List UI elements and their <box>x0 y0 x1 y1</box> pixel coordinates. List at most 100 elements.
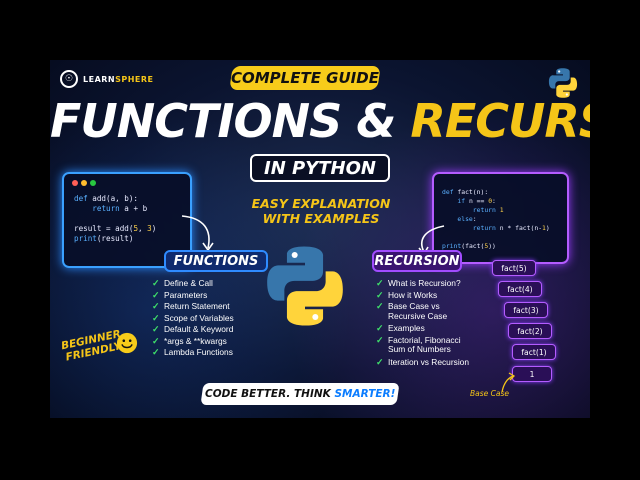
list-item-text: Base Case vs Recursive Case <box>388 301 448 321</box>
check-icon: ✓ <box>152 335 160 346</box>
code-line: return n * fact(n-1) <box>472 224 550 232</box>
recursion-label: RECURSION <box>372 250 462 272</box>
arrow-icon <box>501 372 516 393</box>
list-item-text: *args & **kwargs <box>164 335 227 346</box>
code-line: if n == 0: <box>457 197 496 205</box>
fact-box: fact(4) <box>498 281 542 297</box>
list-item: ✓ Return Statement <box>152 301 234 313</box>
footer-slogan: CODE BETTER. THINK SMARTER! <box>200 383 400 405</box>
window-dots <box>72 180 96 186</box>
complete-guide-badge: COMPLETE GUIDE <box>229 66 381 90</box>
footer-text-part2: SMARTER! <box>334 388 396 400</box>
check-icon: ✓ <box>152 301 160 311</box>
code-line <box>74 214 156 224</box>
fact-box: fact(1) <box>512 344 556 360</box>
base-case-label: Base Case <box>470 389 510 398</box>
beginner-badge: BEGINNER FRIENDLY <box>60 328 124 364</box>
functions-code: def add(a, b): return a + b result = add… <box>74 194 156 244</box>
check-icon: ✓ <box>152 312 160 323</box>
title-functions: FUNCTIONS <box>50 94 342 148</box>
tagline-line2: WITH EXAMPLES <box>262 211 380 226</box>
functions-label-text: FUNCTIONS <box>173 253 259 269</box>
main-title: FUNCTIONS & RECURSION <box>50 96 590 146</box>
fact-box: fact(2) <box>508 323 552 339</box>
tagline-line1: EASY EXPLANATION <box>251 196 391 211</box>
list-item-text: Scope of Variables <box>164 312 234 323</box>
list-item: ✓ Factorial, Fibonacci Sum of Numbers <box>376 334 469 355</box>
code-line: return 1 <box>472 206 504 214</box>
recursion-topic-list: ✓ What is Recursion? ✓ How it Works ✓ Base … <box>376 278 469 368</box>
list-item: ✓ Base Case vs Recursive Case <box>376 301 469 321</box>
list-item-text: Return Statement <box>164 301 230 311</box>
brain-bulb-icon: ☉ <box>60 70 78 88</box>
footer-text: CODE BETTER. THINK SMARTER! <box>205 388 395 400</box>
check-icon: ✓ <box>152 289 160 300</box>
list-item-text: Factorial, Fibonacci Sum of Numbers <box>388 334 461 354</box>
recursion-code-window: def fact(n): if n == 0: return 1 else: r… <box>432 172 569 264</box>
code-line <box>442 233 550 242</box>
fact-box: fact(3) <box>504 302 548 318</box>
list-item-text: What is Recursion? <box>388 278 461 288</box>
list-item: ✓ Examples <box>376 323 469 335</box>
list-item: ✓ Iteration vs Recursion <box>376 357 469 369</box>
thumbnail-image[interactable]: ☉ LEARNSPHERE COMPLETE GUIDE FUNCTIONS &… <box>50 60 590 418</box>
list-item-text: Examples <box>388 323 425 333</box>
list-item: ✓ Scope of Variables <box>152 313 234 325</box>
title-recursion: RECURSION <box>410 94 590 148</box>
list-item-text: Define & Call <box>164 278 213 288</box>
check-icon: ✓ <box>376 301 384 311</box>
list-item-text: How it Works <box>388 289 438 300</box>
fact-box: fact(5) <box>492 260 536 276</box>
check-icon: ✓ <box>376 278 384 288</box>
brand-name: LEARNSPHERE <box>83 75 154 84</box>
list-item: ✓ *args & **kwargs <box>152 336 234 348</box>
brand-name-part2: SPHERE <box>115 74 154 84</box>
code-line: print(result) <box>74 234 134 243</box>
dot-green <box>90 180 96 186</box>
subtitle-text: IN PYTHON <box>264 157 376 179</box>
footer-text-part1: CODE BETTER. THINK <box>204 388 335 400</box>
dot-red <box>72 180 78 186</box>
check-icon: ✓ <box>376 356 384 367</box>
subtitle-badge: IN PYTHON <box>250 154 390 182</box>
list-item-text: Iteration vs Recursion <box>388 356 469 367</box>
complete-guide-text: COMPLETE GUIDE <box>231 69 379 87</box>
check-icon: ✓ <box>376 289 384 300</box>
list-item-text: Parameters <box>164 289 208 300</box>
functions-label: FUNCTIONS <box>164 250 268 272</box>
list-item: ✓ Define & Call <box>152 278 234 290</box>
python-logo-icon <box>267 246 343 326</box>
python-logo-icon <box>548 68 578 98</box>
fact-box-base: 1 <box>512 366 552 382</box>
list-item: ✓ Parameters <box>152 290 234 302</box>
list-item-text: Default & Keyword <box>164 324 234 334</box>
check-icon: ✓ <box>376 323 384 333</box>
check-icon: ✓ <box>152 324 160 334</box>
title-ampersand: & <box>356 94 396 148</box>
check-icon: ✓ <box>152 347 160 357</box>
code-line: def add(a, b): <box>74 194 139 203</box>
check-icon: ✓ <box>376 334 384 345</box>
tagline: EASY EXPLANATION WITH EXAMPLES <box>226 196 416 226</box>
list-item: ✓ How it Works <box>376 290 469 302</box>
code-line: result = add(5, 3) <box>74 224 157 233</box>
arrow-icon <box>181 215 214 252</box>
brand-name-part1: LEARN <box>83 74 116 84</box>
list-item-text: Lambda Functions <box>164 347 233 357</box>
recursion-label-text: RECURSION <box>374 253 460 269</box>
smiley-icon <box>116 332 138 354</box>
recursion-code: def fact(n): if n == 0: return 1 else: r… <box>442 188 550 251</box>
dot-yellow <box>81 180 87 186</box>
code-line: else: <box>457 215 477 223</box>
code-line: print(fact(5)) <box>442 242 496 250</box>
list-item: ✓ What is Recursion? <box>376 278 469 290</box>
list-item: ✓ Lambda Functions <box>152 347 234 359</box>
brand: ☉ LEARNSPHERE <box>60 70 154 88</box>
check-icon: ✓ <box>152 278 160 288</box>
list-item: ✓ Default & Keyword <box>152 324 234 336</box>
code-line: def fact(n): <box>442 188 489 196</box>
functions-topic-list: ✓ Define & Call ✓ Parameters ✓ Return State… <box>152 278 234 359</box>
code-line: return a + b <box>92 204 148 213</box>
functions-code-window: def add(a, b): return a + b result = add… <box>62 172 192 268</box>
